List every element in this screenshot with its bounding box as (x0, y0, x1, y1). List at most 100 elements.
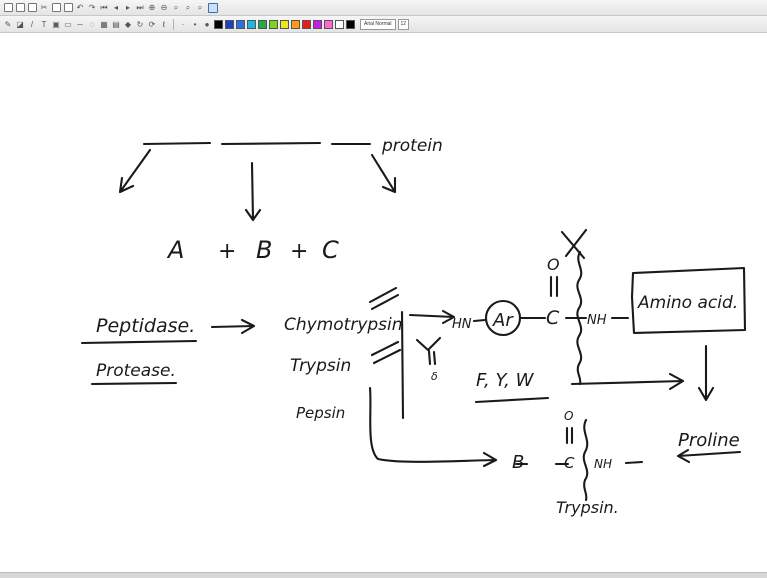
color-swatch[interactable] (247, 19, 256, 29)
refresh-icon[interactable]: ⟳ (148, 19, 156, 29)
drawing-toolbar: ✎ ◪ / T ▣ ▭ ─ ◌ ▦ ▤ ◆ ↻ ⟳ ℓ · • ● Arial … (0, 16, 767, 33)
whiteboard-canvas[interactable]: protein A + B + C Peptidase. Protease. C… (0, 34, 767, 572)
open-icon[interactable] (27, 3, 37, 12)
protein-chain-segment (142, 141, 212, 146)
nh-label: NH (587, 313, 607, 328)
pen-icon[interactable]: ✎ (4, 19, 12, 29)
medium-dot-icon[interactable]: • (193, 19, 197, 29)
color-swatch[interactable] (302, 19, 311, 29)
rotate-icon[interactable]: ↻ (136, 19, 144, 29)
undo-icon[interactable]: ↶ (76, 3, 84, 12)
zoom-width-icon[interactable]: ⌕ (185, 3, 191, 12)
arrow-to-enzymes (210, 318, 256, 335)
status-bar (0, 572, 767, 578)
proline-label: Proline (678, 430, 740, 451)
color-swatch[interactable] (313, 19, 322, 29)
fyw-label: F, Y, W (476, 370, 535, 391)
color-swatch[interactable] (214, 19, 223, 29)
cleavage-brace (582, 418, 589, 502)
shape-tool-icon[interactable]: ▭ (64, 19, 72, 29)
delta-mark: δ (431, 370, 438, 383)
ar-label: Ar (492, 310, 514, 331)
plus-sign: + (290, 239, 308, 264)
double-bond (565, 426, 574, 445)
redo-icon[interactable]: ↷ (88, 3, 96, 12)
cleavage-cross-icon (560, 228, 588, 260)
script-icon[interactable]: ℓ (162, 19, 166, 29)
color-swatch[interactable] (269, 19, 278, 29)
arrow-to-proline (697, 344, 715, 402)
cleavage-wavy-line (576, 250, 583, 386)
amino-acid-label: Amino acid. (637, 293, 738, 313)
main-toolbar: ✂ ↶ ↷ ⏮ ◂ ▸ ⏭ ⊕ ⊖ ⌕ ⌕ ⌕ (0, 0, 767, 16)
underline (90, 381, 178, 386)
prev-page-icon[interactable]: ◂ (113, 3, 118, 12)
peptidase-label: Peptidase. (96, 315, 195, 337)
long-arrow (570, 372, 685, 391)
bracket-line (400, 310, 405, 420)
pepsin-path-arrow (368, 386, 498, 468)
copy-icon[interactable] (51, 3, 61, 12)
next-page-icon[interactable]: ▸ (125, 3, 130, 12)
color-swatch[interactable] (280, 19, 289, 29)
bond (624, 460, 644, 465)
lasso-icon[interactable]: ◌ (89, 19, 95, 29)
font-size-field[interactable]: 12 (397, 18, 410, 30)
underline (474, 396, 550, 404)
arrow-from-proline (676, 448, 742, 464)
bond (472, 318, 487, 323)
arrow-middle (244, 161, 262, 222)
color-swatch[interactable] (258, 19, 267, 29)
color-swatch[interactable] (335, 19, 344, 29)
paste-icon[interactable] (63, 3, 73, 12)
new-page-icon[interactable] (15, 3, 25, 12)
product-c: C (322, 236, 339, 264)
hook-marker (415, 336, 442, 366)
first-page-icon[interactable]: ⏮ (100, 3, 108, 12)
trypsin-cleavage-label: Trypsin. (556, 498, 619, 517)
carbon-label-2: C (564, 454, 575, 472)
ruler-icon[interactable]: ▤ (112, 19, 120, 29)
trypsin-label: Trypsin (290, 356, 351, 376)
oxygen-label: O (547, 255, 560, 274)
color-swatch[interactable] (225, 19, 234, 29)
product-a: A (166, 236, 184, 264)
double-mark (370, 340, 402, 365)
eraser-icon[interactable]: ◪ (16, 19, 24, 29)
color-swatch[interactable] (236, 19, 245, 29)
last-page-icon[interactable]: ⏭ (136, 3, 144, 12)
stamp-icon[interactable]: ◆ (124, 19, 132, 29)
carbon-label: C (546, 307, 560, 329)
plus-sign: + (218, 239, 236, 264)
protein-label: protein (381, 136, 443, 156)
protease-label: Protease. (96, 361, 176, 381)
pepsin-label: Pepsin (296, 404, 345, 422)
color-swatch[interactable] (346, 19, 355, 29)
color-swatch[interactable] (324, 19, 333, 29)
amino-acid-box (630, 266, 747, 335)
color-swatch[interactable] (291, 19, 300, 29)
zoom-out-icon[interactable]: ⊖ (160, 3, 168, 12)
font-name-field[interactable]: Arial Normal (360, 18, 396, 30)
double-mark (368, 286, 400, 311)
zoom-in-icon[interactable]: ⊕ (148, 3, 156, 12)
select-tool-icon[interactable] (207, 2, 218, 13)
text-tool-icon[interactable]: T (41, 19, 47, 29)
zoom-page-icon[interactable]: ⌕ (197, 3, 203, 12)
cut-icon[interactable]: ✂ (40, 3, 48, 12)
grid-icon[interactable]: ▦ (100, 19, 108, 29)
thin-dot-icon[interactable]: · (181, 19, 185, 29)
line-tool-icon[interactable]: ─ (77, 19, 83, 29)
oxygen-label-2: O (564, 409, 573, 423)
residue-b-label: B (512, 452, 524, 473)
thick-dot-icon[interactable]: ● (204, 19, 210, 29)
image-tool-icon[interactable]: ▣ (52, 19, 60, 29)
save-icon[interactable] (3, 3, 13, 12)
product-b: B (256, 236, 272, 264)
arrow-to-hn (408, 309, 456, 325)
highlighter-icon[interactable]: / (30, 19, 34, 29)
protein-chain-segment (220, 141, 322, 146)
nh-label-2: NH (594, 457, 612, 471)
chymotrypsin-label: Chymotrypsin (284, 315, 403, 335)
zoom-fit-icon[interactable]: ⌕ (173, 3, 179, 12)
